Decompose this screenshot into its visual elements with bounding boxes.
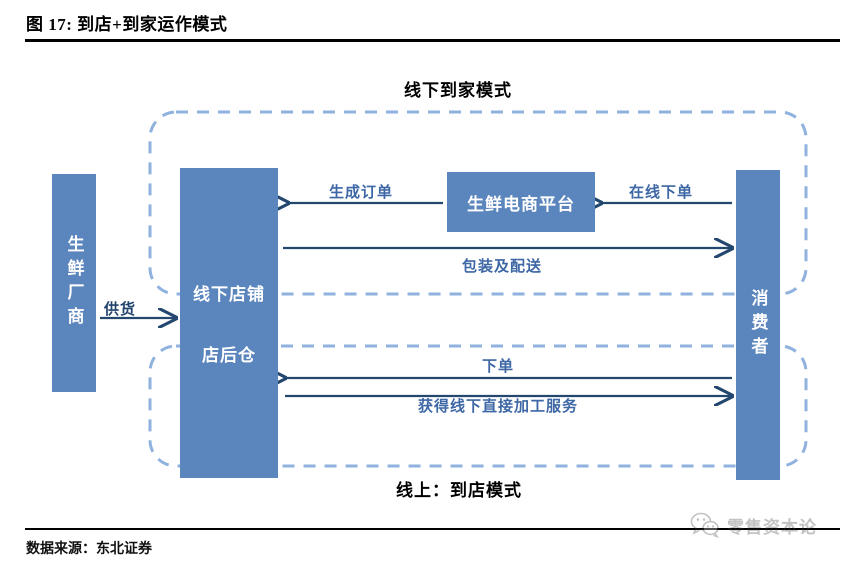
title-divider [25,39,840,42]
node-consumer[interactable]: 消费者 [736,170,780,480]
edge-label-supply: 供货 [104,301,137,318]
edge-label-online-order: 在线下单 [629,184,694,201]
node-platform[interactable]: 生鲜电商平台 [447,172,595,232]
diagram-vector-layer [100,110,808,468]
watermark-text: 零售资本论 [727,517,817,537]
zone-title-to-store: 线上：到店模式 [396,481,522,500]
watermark: 零售资本论 [690,512,817,538]
node-store-label-line1: 线下店铺 [193,285,265,304]
edge-label-pack-deliver: 包装及配送 [462,258,543,275]
figure-title: 图 17: 到店+到家运作模式 [26,15,228,34]
source-note: 数据来源：东北证券 [26,542,152,557]
zone-title-to-home: 线下到家模式 [404,81,512,100]
footer-divider [25,528,840,530]
diagram-canvas: 线下到家模式 线上：到店模式 生鲜厂商 线下店铺 店后仓 生鲜电商平台 消费者 … [0,48,865,518]
node-store-label-line2: 店后仓 [202,346,256,365]
zone-outline-to-store [148,344,808,468]
wechat-icon [690,512,719,538]
zone-outline-to-home [148,110,808,296]
node-supplier[interactable]: 生鲜厂商 [52,174,96,392]
edge-label-generate-order: 生成订单 [329,184,394,201]
edge-label-place-order: 下单 [482,358,515,375]
node-store[interactable]: 线下店铺 店后仓 [180,168,278,478]
edge-label-offline-processing: 获得线下直接加工服务 [418,398,579,415]
